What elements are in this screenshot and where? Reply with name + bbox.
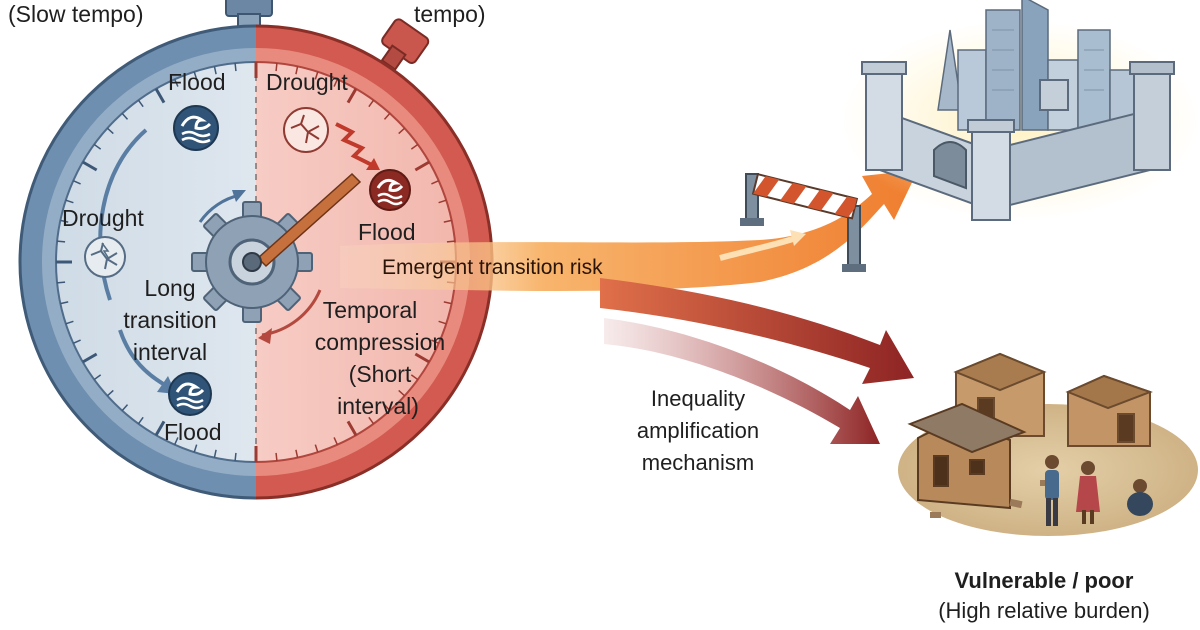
burden-arrow-upper	[600, 278, 914, 384]
dial-tick	[213, 66, 217, 75]
compression-cycle-arrowhead	[258, 328, 272, 344]
minor-risk-arrowhead	[790, 230, 806, 246]
dial-tick	[72, 339, 81, 345]
dial-tick	[72, 179, 81, 185]
dial-tick	[333, 437, 339, 446]
stopwatch-hub	[242, 252, 262, 272]
transition-risk-band	[340, 170, 918, 291]
dial-tick	[398, 389, 406, 397]
vulnerable-subtitle: (High relative burden)	[938, 598, 1150, 623]
dial-tick	[137, 99, 144, 108]
dial-tick	[431, 179, 440, 185]
wave-icon	[168, 372, 212, 416]
dial-tick	[431, 339, 440, 345]
dial-tick	[414, 352, 430, 364]
dial-tick	[346, 88, 358, 104]
barrier-icon	[740, 172, 866, 272]
slow-flood-top-label: Flood	[168, 69, 226, 95]
compression-line-2: compression	[315, 329, 445, 355]
dial-tick	[333, 78, 339, 87]
dial-tick	[446, 240, 455, 243]
dial-tick	[213, 449, 217, 458]
dial-tick	[60, 219, 69, 223]
dial-tick	[57, 240, 66, 243]
dial-tick	[82, 352, 98, 364]
dial-tick	[173, 437, 179, 446]
lightning-icon	[335, 122, 380, 170]
inequality-line-3: mechanism	[642, 450, 754, 475]
wave-icon	[173, 105, 219, 151]
dial-tick	[443, 301, 452, 305]
wave-icon	[369, 169, 411, 211]
dial-tick	[346, 420, 358, 436]
slow-flood-bottom-label: Flood	[164, 419, 222, 445]
dial-tick	[383, 112, 391, 120]
slow-cycle-arrow-lower	[118, 329, 167, 387]
dial-tick	[93, 143, 102, 150]
dial-tick	[314, 71, 319, 80]
inequality-arrow	[604, 318, 880, 444]
stopwatch-pusher	[380, 18, 430, 71]
dial-tick	[414, 160, 430, 172]
dial-tick	[193, 71, 198, 80]
fast-tempo-label: tempo)	[414, 1, 486, 27]
slow-cycle-arrow	[98, 128, 148, 301]
dial-tick	[106, 127, 114, 135]
dial-tick	[154, 420, 166, 436]
fortified-city-icon	[840, 0, 1200, 221]
dial-tick	[93, 374, 102, 381]
gear-cycle-arrowhead	[232, 190, 246, 202]
dial-tick	[275, 452, 278, 461]
dial-tick	[65, 320, 74, 325]
compression-line-1: Temporal	[323, 297, 418, 323]
long-interval-line-2: transition	[123, 307, 216, 333]
dial-tick	[368, 416, 375, 425]
fast-flood-label: Flood	[358, 219, 416, 245]
dial-tick	[234, 63, 237, 72]
dial-tick	[121, 404, 129, 412]
long-interval-line-3: interval	[133, 339, 207, 365]
minor-risk-arrow	[719, 235, 797, 261]
dial-tick	[295, 449, 299, 458]
compression-line-4: interval)	[337, 393, 419, 419]
dial-tick	[438, 320, 447, 325]
dial-tick	[65, 199, 74, 204]
dial-tick	[82, 160, 98, 172]
dial-tick	[106, 389, 114, 397]
dial-tick	[410, 374, 419, 381]
stopwatch-crown	[225, 0, 273, 29]
dial-tick	[234, 452, 237, 461]
transition-risk-label: Emergent transition risk	[382, 256, 603, 279]
cracked-earth-icon	[84, 236, 126, 278]
compression-line-3: (Short	[349, 361, 412, 387]
dial-tick	[295, 66, 299, 75]
dial-tick	[398, 127, 406, 135]
vulnerable-title: Vulnerable / poor	[955, 568, 1134, 593]
dial-tick	[314, 444, 319, 453]
dial-tick	[60, 301, 69, 305]
stopwatch-hand	[256, 172, 362, 268]
affected-people	[1045, 455, 1153, 526]
fast-drought-label: Drought	[266, 69, 348, 95]
dial-tick	[410, 143, 419, 150]
inequality-line-2: amplification	[637, 418, 759, 443]
dial-tick	[121, 112, 129, 120]
dial-tick	[368, 99, 375, 108]
dial-tick	[137, 416, 144, 425]
cracked-earth-icon	[283, 107, 329, 153]
ruined-village-icon	[898, 352, 1198, 536]
inequality-line-1: Inequality	[651, 386, 745, 411]
long-interval-line-1: Long	[144, 275, 195, 301]
dial-tick	[173, 78, 179, 87]
dial-tick	[275, 63, 278, 72]
slow-drought-label: Drought	[62, 205, 144, 231]
dial-tick	[443, 219, 452, 223]
slow-tempo-label: (Slow tempo)	[8, 1, 143, 27]
dial-tick	[57, 281, 66, 284]
dial-tick	[383, 404, 391, 412]
dial-tick	[193, 444, 198, 453]
dial-tick	[438, 199, 447, 204]
dial-tick	[154, 88, 166, 104]
